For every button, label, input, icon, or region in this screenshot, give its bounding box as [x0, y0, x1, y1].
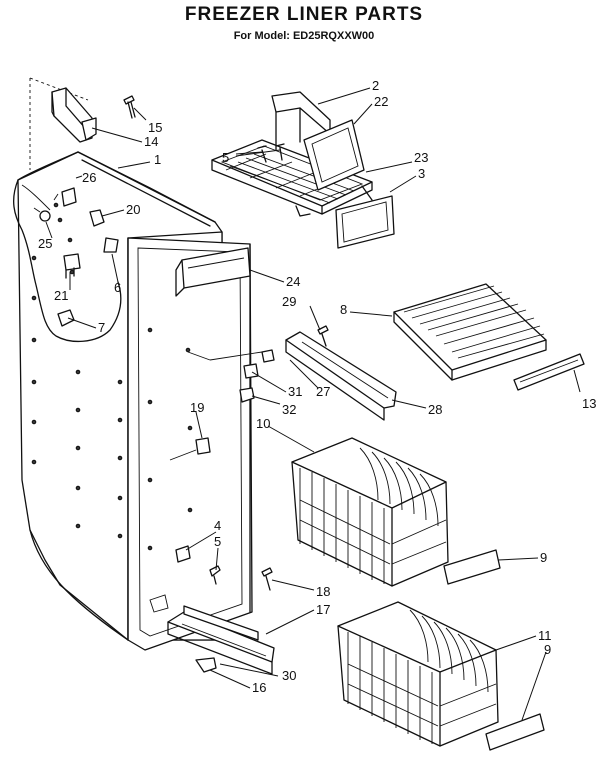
callout-27: 27 [316, 384, 330, 399]
shelf-front-22 [303, 119, 365, 191]
control-components [33, 187, 119, 327]
callout-30: 30 [282, 668, 296, 683]
callout-labels: 1 2 3 4 5 5 6 7 8 9 9 10 11 13 14 15 16 … [38, 78, 596, 695]
leader-lines [45, 87, 581, 721]
callout-31: 31 [288, 384, 302, 399]
callout-32: 32 [282, 402, 296, 417]
callout-20: 20 [126, 202, 140, 217]
callout-2: 2 [372, 78, 379, 93]
wire-shelf-8 [393, 283, 547, 381]
freezer-liner [12, 77, 253, 651]
callout-15: 15 [148, 120, 162, 135]
callout-9-upper: 9 [540, 550, 547, 565]
callout-24: 24 [286, 274, 300, 289]
callout-21: 21 [54, 288, 68, 303]
part-19 [169, 437, 211, 461]
callout-19: 19 [190, 400, 204, 415]
light-cover-24 [175, 247, 251, 297]
basket-trim-9a [443, 549, 501, 585]
callout-6: 6 [114, 280, 121, 295]
clips-27-31-32 [187, 349, 275, 403]
screw-29 [317, 325, 329, 347]
basket-trim-9b [485, 713, 545, 751]
shelf-trim-3 [335, 195, 395, 249]
basket-10 [291, 437, 449, 587]
callout-7: 7 [98, 320, 105, 335]
callout-18: 18 [316, 584, 330, 599]
callout-5-bottom: 5 [214, 534, 221, 549]
bracket-screw-15 [123, 95, 136, 119]
callout-1: 1 [154, 152, 161, 167]
callout-17: 17 [316, 602, 330, 617]
callout-28: 28 [428, 402, 442, 417]
callout-13: 13 [582, 396, 596, 411]
model-subtitle: For Model: ED25RQXXW00 [233, 30, 375, 42]
basket-11 [337, 601, 499, 747]
callout-5-top: 5 [222, 150, 229, 165]
shelf-trim-13 [513, 353, 585, 391]
diagram-title: FREEZER LINER PARTS [184, 4, 424, 25]
callout-25: 25 [38, 236, 52, 251]
callout-14: 14 [144, 134, 158, 149]
top-bracket [51, 87, 97, 143]
callout-8: 8 [340, 302, 347, 317]
callout-3: 3 [418, 166, 425, 181]
callout-16: 16 [252, 680, 266, 695]
callout-22: 22 [374, 94, 388, 109]
foot-16 [195, 657, 217, 673]
callout-11: 11 [538, 628, 552, 643]
callout-10: 10 [256, 416, 270, 431]
callout-23: 23 [414, 150, 428, 165]
shelf-support-28 [285, 331, 397, 421]
bottom-rail-17 [167, 605, 275, 675]
callout-26: 26 [82, 170, 96, 185]
callout-29: 29 [282, 294, 296, 309]
callout-4: 4 [214, 518, 221, 533]
callout-9-lower: 9 [544, 642, 551, 657]
